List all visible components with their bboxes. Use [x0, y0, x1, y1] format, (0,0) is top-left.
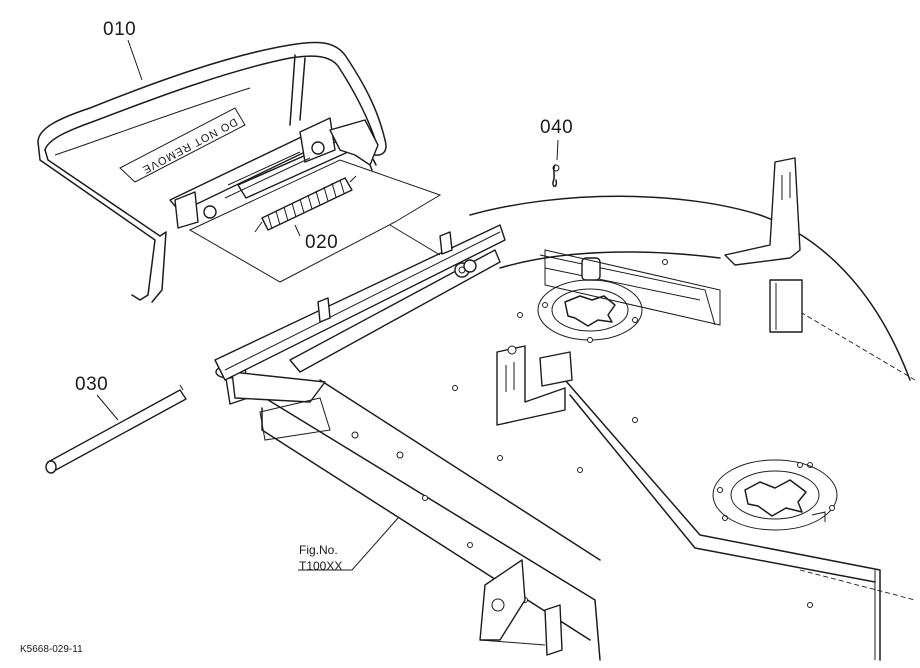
leader-020 [294, 224, 301, 237]
callout-040: 040 [540, 117, 574, 138]
mount-bracket-center [496, 345, 573, 426]
hinge-pin [45, 384, 187, 474]
drawing-code: K5668-029-11 [20, 644, 83, 655]
leader-lines [96, 39, 559, 571]
leader-010 [127, 39, 143, 81]
callout-020: 020 [305, 232, 339, 253]
figure-ref-label: Fig.No. [299, 543, 338, 557]
clip-pin [552, 164, 560, 187]
spindle-housing-right [712, 459, 838, 531]
figure-ref-number: T100XX [299, 559, 343, 573]
leader-fig-ref [298, 517, 399, 571]
decal-text: DO NOT REMOVE [140, 115, 240, 176]
torsion-spring [254, 175, 357, 233]
spindle-housing-rear [537, 249, 721, 343]
callout-010: 010 [103, 19, 137, 40]
mount-bracket-right [724, 157, 803, 333]
leader-030 [96, 394, 119, 421]
grass-deflector [37, 41, 442, 303]
leader-040 [556, 139, 559, 161]
callout-030: 030 [75, 374, 109, 395]
hinge-rail [214, 224, 506, 381]
lower-hinge-bracket [479, 559, 563, 656]
